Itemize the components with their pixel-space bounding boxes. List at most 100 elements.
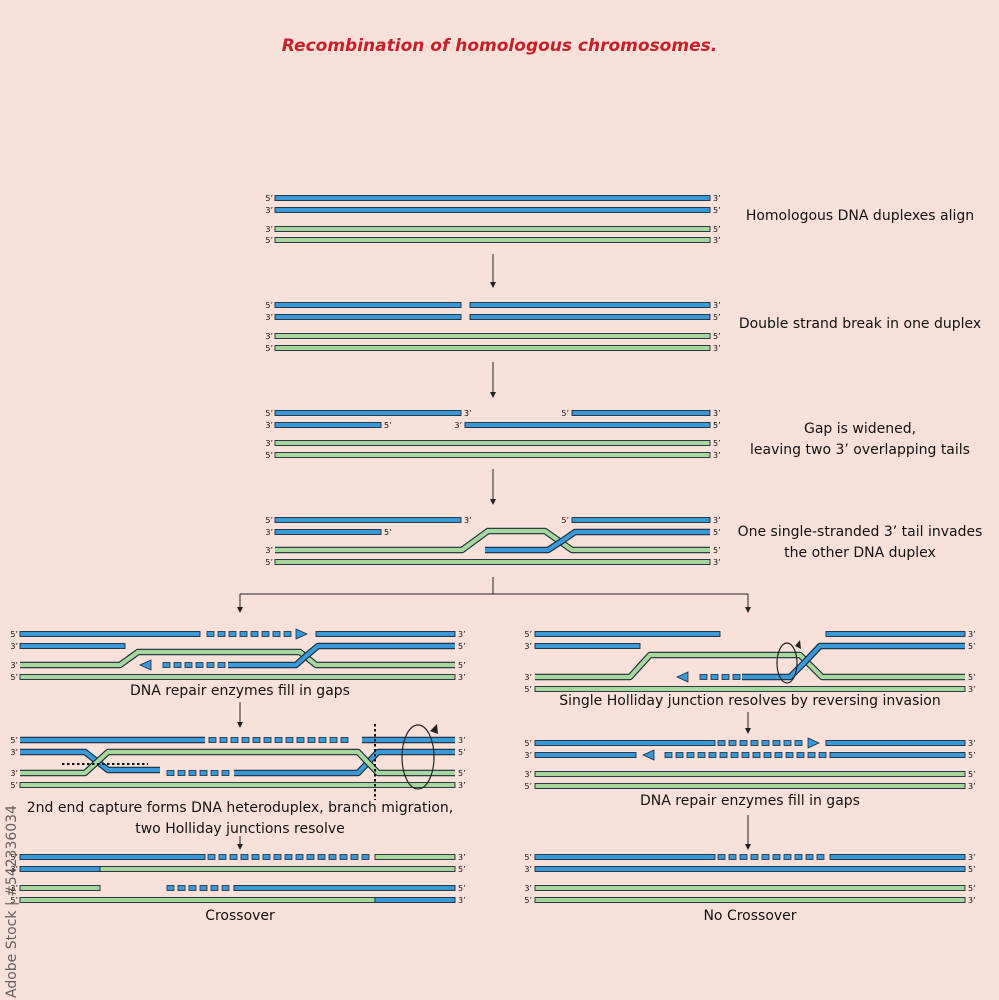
repair-synthesis-segment <box>664 752 673 758</box>
repair-synthesis-segment <box>340 737 349 743</box>
strand-end-label: 5’ <box>713 332 721 341</box>
green-strand <box>534 885 966 891</box>
repair-synthesis-segment <box>274 737 283 743</box>
stock-watermark: Adobe Stock | #542336034 <box>4 805 20 998</box>
repair-synthesis-segment <box>721 674 730 680</box>
green-strand <box>274 559 711 565</box>
blue-strand <box>571 410 711 416</box>
repair-synthesis-segment <box>328 854 337 860</box>
strand-end-label: 5’ <box>458 884 466 893</box>
green-strand <box>534 686 966 692</box>
rotation-arrow-head <box>795 640 801 649</box>
repair-synthesis-segment <box>239 631 248 637</box>
blue-strand <box>534 631 721 637</box>
strand-end-label: 5’ <box>524 685 532 694</box>
rotation-arrow-icon <box>401 724 435 790</box>
green-strand <box>274 452 711 458</box>
strand-end-label: 5’ <box>458 661 466 670</box>
strand-end-label: 5’ <box>524 896 532 905</box>
diagram-title: Recombination of homologous chromosomes. <box>281 36 718 56</box>
repair-synthesis-segment <box>772 740 781 746</box>
flow-arrow-head <box>745 607 751 613</box>
repair-synthesis-segment <box>699 674 708 680</box>
displaced-green-loop <box>275 528 710 553</box>
strand-end-label: 3’ <box>265 528 273 537</box>
blue-strand <box>19 643 126 649</box>
blue-strand <box>274 195 711 201</box>
repair-synthesis-segment <box>794 740 803 746</box>
green-strand <box>99 866 456 872</box>
repair-synthesis-segment <box>730 752 739 758</box>
strand-end-label: 3’ <box>968 630 976 639</box>
repair-synthesis-segment <box>230 737 239 743</box>
repair-synthesis-segment <box>816 854 825 860</box>
blue-strand <box>274 410 462 416</box>
green-strand <box>534 783 966 789</box>
repair-synthesis-segment <box>728 740 737 746</box>
strand-end-label: 3’ <box>713 301 721 310</box>
rotation-arrow-icon <box>776 642 798 684</box>
repair-synthesis-segment <box>306 854 315 860</box>
blue-strand <box>829 752 966 758</box>
repair-synthesis-segment <box>675 752 684 758</box>
repair-synthesis-segment <box>732 674 741 680</box>
repair-synthesis-segment <box>783 740 792 746</box>
strand-end-label: 5’ <box>265 409 273 418</box>
strand-end-label: 3’ <box>713 344 721 353</box>
strand-end-label: 3’ <box>458 781 466 790</box>
repair-synthesis-segment <box>206 631 215 637</box>
repair-synthesis-segment <box>750 740 759 746</box>
repair-synthesis-segment <box>739 740 748 746</box>
flow-arrow-head <box>490 392 496 398</box>
strand-end-label: 3’ <box>265 439 273 448</box>
repair-synthesis-segment <box>318 737 327 743</box>
repair-synthesis-segment <box>261 631 270 637</box>
repair-synthesis-segment <box>166 885 175 891</box>
strand-end-label: 5’ <box>713 546 721 555</box>
repair-synthesis-segment <box>818 752 827 758</box>
repair-synthesis-segment <box>240 854 249 860</box>
invading-blue-tail-outline <box>742 642 965 681</box>
strand-end-label: 3’ <box>265 225 273 234</box>
strand-end-label: 5’ <box>265 194 273 203</box>
strand-end-label: 5’ <box>10 853 18 862</box>
repair-synthesis-segment <box>719 752 728 758</box>
blue-strand <box>469 302 711 308</box>
strand-end-label: 3’ <box>458 736 466 745</box>
strand-end-label: 5’ <box>561 409 569 418</box>
repair-synthesis-segment <box>263 737 272 743</box>
repair-synthesis-segment <box>296 737 305 743</box>
strand-end-label: 3’ <box>968 739 976 748</box>
repair-synthesis-segment <box>783 854 792 860</box>
repair-synthesis-segment <box>796 752 805 758</box>
strand-end-label: 5’ <box>384 421 392 430</box>
strand-end-label: 5’ <box>10 896 18 905</box>
green-strand <box>274 345 711 351</box>
repair-synthesis-segment <box>177 885 186 891</box>
repair-synthesis-segment <box>199 770 208 776</box>
strand-end-label: 3’ <box>713 236 721 245</box>
right-label-reverse: Single Holliday junction resolves by rev… <box>559 693 941 709</box>
strand-end-label: 5’ <box>713 313 721 322</box>
strand-end-label: 3’ <box>524 770 532 779</box>
strand-end-label: 5’ <box>265 301 273 310</box>
strand-end-label: 3’ <box>10 661 18 670</box>
repair-synthesis-segment <box>774 752 783 758</box>
strand-end-label: 3’ <box>968 853 976 862</box>
blue-strand <box>274 529 382 535</box>
strand-end-label: 5’ <box>713 421 721 430</box>
blue-strand <box>534 740 716 746</box>
left-label-capture-line1: 2nd end capture forms DNA heteroduplex, … <box>26 800 454 816</box>
blue-strand <box>464 422 711 428</box>
repair-synthesis-segment <box>217 631 226 637</box>
strand-end-label: 5’ <box>713 528 721 537</box>
strand-end-label: 3’ <box>968 685 976 694</box>
strand-end-label: 5’ <box>265 236 273 245</box>
right-label-result: No Crossover <box>703 908 797 924</box>
repair-synthesis-segment <box>697 752 706 758</box>
strand-end-label: 5’ <box>458 748 466 757</box>
strand-end-label: 5’ <box>968 642 976 651</box>
blue-strand <box>374 897 456 903</box>
repair-synthesis-segment <box>208 737 217 743</box>
flow-arrow-head <box>745 844 751 850</box>
